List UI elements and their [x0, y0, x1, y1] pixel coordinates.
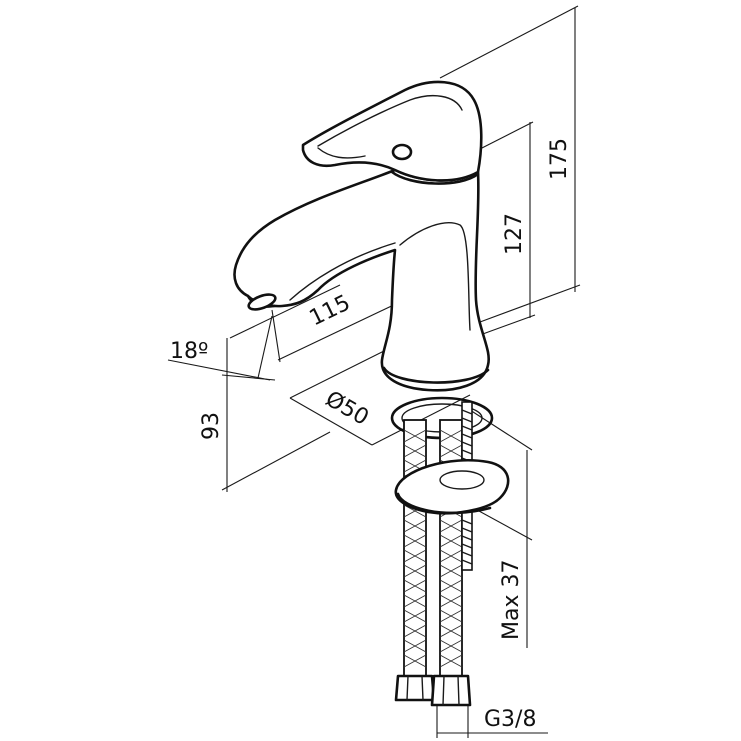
dim-label-max37: Max 37 [499, 560, 524, 640]
dimension-max37: Max 37 [467, 409, 533, 648]
dimension-93: 93 [199, 338, 331, 492]
dim-label-93: 93 [199, 412, 224, 440]
dimension-127: 127 [477, 121, 536, 336]
dimension-175: 175 [439, 5, 581, 323]
dim-label-115: 115 [306, 291, 355, 332]
dimension-thread: G3/8 [436, 700, 548, 738]
dim-label-175: 175 [547, 138, 572, 180]
dim-label-18: 18º [170, 339, 208, 364]
faucet-lever [301, 80, 483, 185]
supply-hose-left [394, 419, 436, 702]
faucet-body [233, 168, 491, 392]
dim-label-127: 127 [502, 213, 527, 255]
dim-label-diameter: Ø50 [321, 387, 373, 431]
dim-label-thread: G3/8 [484, 707, 536, 732]
dimension-angle: 18º [167, 284, 341, 381]
mounting-washer [394, 458, 510, 515]
